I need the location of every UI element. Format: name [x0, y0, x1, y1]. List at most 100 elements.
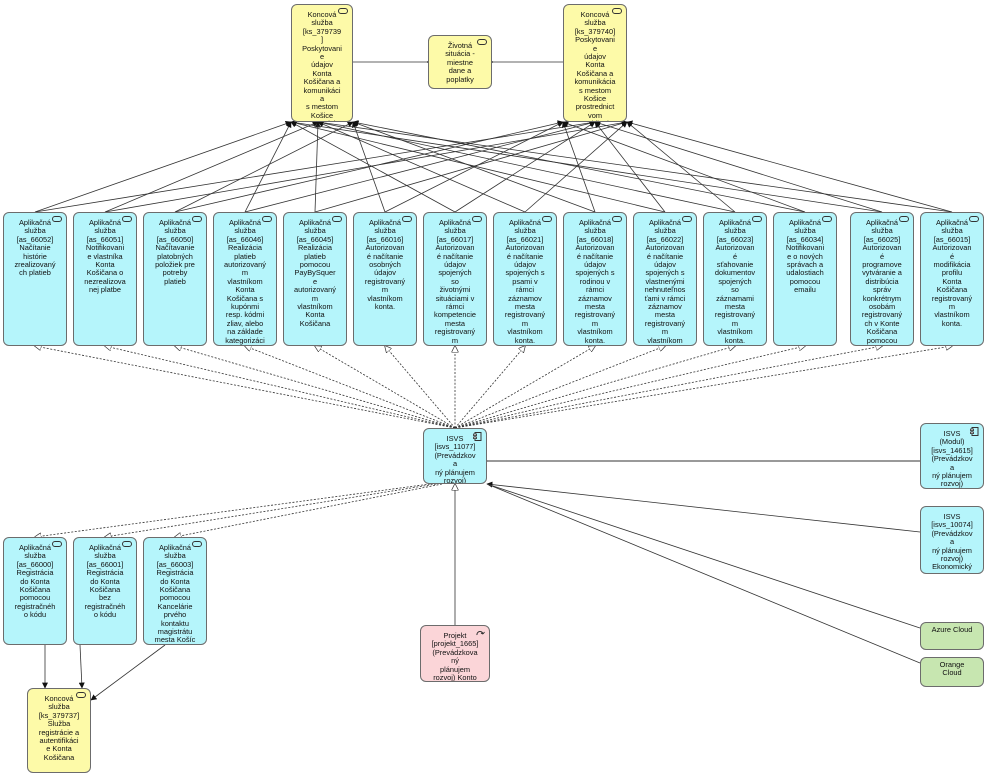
- end-service-label: Koncová služba [ks_379739] Poskytovanie …: [302, 10, 342, 121]
- end-service-ks-379740[interactable]: Koncová služba [ks_379740] Poskytovanie …: [563, 4, 627, 122]
- realization-line: [245, 346, 456, 429]
- end-service-ks-379737[interactable]: Koncová služba [ks_379737] Služba regist…: [27, 688, 91, 773]
- isvs-economic-administrative[interactable]: ISVS [isvs_10074] (Prevádzkova ný plánuj…: [920, 506, 984, 574]
- cloud-label: Orange Cloud: [939, 660, 965, 678]
- app-service-a6[interactable]: Aplikačná služba [as_66016] Autorizovan …: [353, 212, 417, 346]
- serving-line: [104, 119, 628, 213]
- service-icon: [477, 39, 487, 45]
- realization-line: [454, 346, 595, 429]
- realization-line: [454, 346, 735, 429]
- realization-line: [105, 483, 437, 537]
- component-icon: [970, 427, 979, 436]
- app-service-label: Aplikačná služba [as_66023] Autorizovan …: [714, 218, 756, 345]
- app-service-label: Aplikačná služba [as_66051] Notifikovani…: [84, 218, 126, 295]
- realization-line: [385, 346, 456, 429]
- project-1665[interactable]: Projekt [projekt_1665] (Prevádzkovaný pl…: [420, 625, 490, 682]
- app-service-a13[interactable]: Aplikačná služba [as_66025] Autorizovan …: [850, 212, 914, 346]
- service-icon: [822, 216, 832, 222]
- serving-line: [104, 121, 319, 213]
- app-service-a10[interactable]: Aplikačná služba [as_66022] Autorizovan …: [633, 212, 697, 346]
- serving-line: [626, 121, 736, 213]
- serving-line: [351, 121, 386, 213]
- work-package-icon: [475, 629, 485, 637]
- service-icon: [52, 541, 62, 547]
- app-service-label: Aplikačná služba [as_66018] Autorizovan …: [574, 218, 616, 345]
- realization-line: [454, 346, 805, 429]
- service-icon: [262, 216, 272, 222]
- project-label: Projekt [projekt_1665] (Prevádzkovaný pl…: [431, 631, 479, 682]
- app-service-a4[interactable]: Aplikačná služba [as_66046] Realizácia p…: [213, 212, 277, 346]
- app-service-label: Aplikačná služba [as_66045] Realizácia p…: [294, 218, 336, 328]
- service-icon: [122, 216, 132, 222]
- app-service-label: Aplikačná služba [as_66003] Registrácia …: [154, 543, 196, 645]
- isvs-module-label: ISVS (Modul) [isvs_14615] (Prevádzkova n…: [931, 429, 973, 489]
- life-situation-label: Životná situácia - miestne dane a poplat…: [445, 41, 475, 84]
- app-service-a8[interactable]: Aplikačná služba [as_66021] Autorizovan …: [493, 212, 557, 346]
- app-service-label: Aplikačná služba [as_66015] Autorizovan …: [931, 218, 973, 328]
- serving-line: [524, 121, 628, 213]
- isvs-module-kkprofile[interactable]: ISVS (Modul) [isvs_14615] (Prevádzkova n…: [920, 423, 984, 489]
- realization-line: [454, 346, 525, 429]
- association-line: [486, 483, 921, 629]
- end-service-ks-379739[interactable]: Koncová služba [ks_379739] Poskytovanie …: [291, 4, 353, 122]
- end-service-label: Koncová služba [ks_379740] Poskytovanie …: [574, 10, 616, 121]
- node-orange-cloud[interactable]: Orange Cloud: [920, 657, 984, 687]
- serving-line: [174, 121, 354, 213]
- serving-line: [290, 119, 883, 213]
- isvs-label: ISVS [isvs_11077] (Prevádzkova ný plánuj…: [434, 434, 476, 484]
- serving-line: [594, 120, 883, 213]
- life-situation-node[interactable]: Životná situácia - miestne dane a poplat…: [428, 35, 492, 89]
- app-service-label: Aplikačná služba [as_66034] Notifikovani…: [785, 218, 825, 295]
- app-service-label: Aplikačná služba [as_66000] Registrácia …: [14, 543, 56, 620]
- service-icon: [332, 216, 342, 222]
- node-azure-cloud[interactable]: Azure Cloud: [920, 622, 984, 650]
- cloud-label: Azure Cloud: [931, 625, 973, 634]
- realization-line: [105, 346, 456, 429]
- serving-line: [290, 121, 456, 213]
- end-service-label: Koncová služba [ks_379737] Služba regist…: [38, 694, 80, 762]
- app-service-a5[interactable]: Aplikačná služba [as_66045] Realizácia p…: [283, 212, 347, 346]
- service-icon: [192, 216, 202, 222]
- app-service-a11[interactable]: Aplikačná služba [as_66023] Autorizovan …: [703, 212, 767, 346]
- app-service-as-66003[interactable]: Aplikačná služba [as_66003] Registrácia …: [143, 537, 207, 645]
- service-icon: [612, 216, 622, 222]
- service-icon: [472, 216, 482, 222]
- service-icon: [899, 216, 909, 222]
- association-line: [486, 483, 921, 664]
- service-icon: [52, 216, 62, 222]
- app-service-a12[interactable]: Aplikačná služba [as_66034] Notifikovani…: [773, 212, 837, 346]
- app-service-label: Aplikačná služba [as_66025] Autorizovan …: [861, 218, 903, 345]
- app-service-label: Aplikačná služba [as_66050] Načítavanie …: [155, 218, 195, 286]
- app-service-a14[interactable]: Aplikačná služba [as_66015] Autorizovan …: [920, 212, 984, 346]
- realization-line: [315, 346, 456, 429]
- realization-line: [175, 346, 456, 429]
- service-icon: [682, 216, 692, 222]
- app-service-as-66001[interactable]: Aplikačná služba [as_66001] Registrácia …: [73, 537, 137, 645]
- app-service-label: Aplikačná služba [as_66046] Realizácia p…: [224, 218, 266, 345]
- serving-line: [562, 121, 806, 213]
- serving-line: [78, 644, 85, 689]
- realization-line: [454, 346, 882, 429]
- realization-line: [454, 346, 952, 429]
- realization-line: [35, 346, 456, 429]
- app-service-label: Aplikačná služba [as_66022] Autorizovan …: [644, 218, 686, 345]
- app-service-label: Aplikačná služba [as_66001] Registrácia …: [84, 543, 126, 620]
- serving-line: [244, 121, 292, 213]
- service-icon: [338, 8, 348, 14]
- app-service-a3[interactable]: Aplikačná služba [as_66050] Načítavanie …: [143, 212, 207, 346]
- app-service-a1[interactable]: Aplikačná služba [as_66052] Načítanie hi…: [3, 212, 67, 346]
- serving-line: [594, 121, 666, 213]
- service-icon: [542, 216, 552, 222]
- service-icon: [402, 216, 412, 222]
- app-service-a9[interactable]: Aplikačná služba [as_66018] Autorizovan …: [563, 212, 627, 346]
- serving-line: [34, 120, 292, 213]
- isvs-konto-kosicana[interactable]: ISVS [isvs_11077] (Prevádzkova ný plánuj…: [423, 428, 487, 484]
- serving-line: [34, 119, 596, 213]
- serving-line: [244, 120, 596, 213]
- app-service-a7[interactable]: Aplikačná služba [as_66017] Autorizovan …: [423, 212, 487, 346]
- service-icon: [76, 692, 86, 698]
- app-service-label: Aplikačná služba [as_66016] Autorizovan …: [364, 218, 406, 312]
- app-service-a2[interactable]: Aplikačná služba [as_66051] Notifikovani…: [73, 212, 137, 346]
- app-service-as-66000[interactable]: Aplikačná služba [as_66000] Registrácia …: [3, 537, 67, 645]
